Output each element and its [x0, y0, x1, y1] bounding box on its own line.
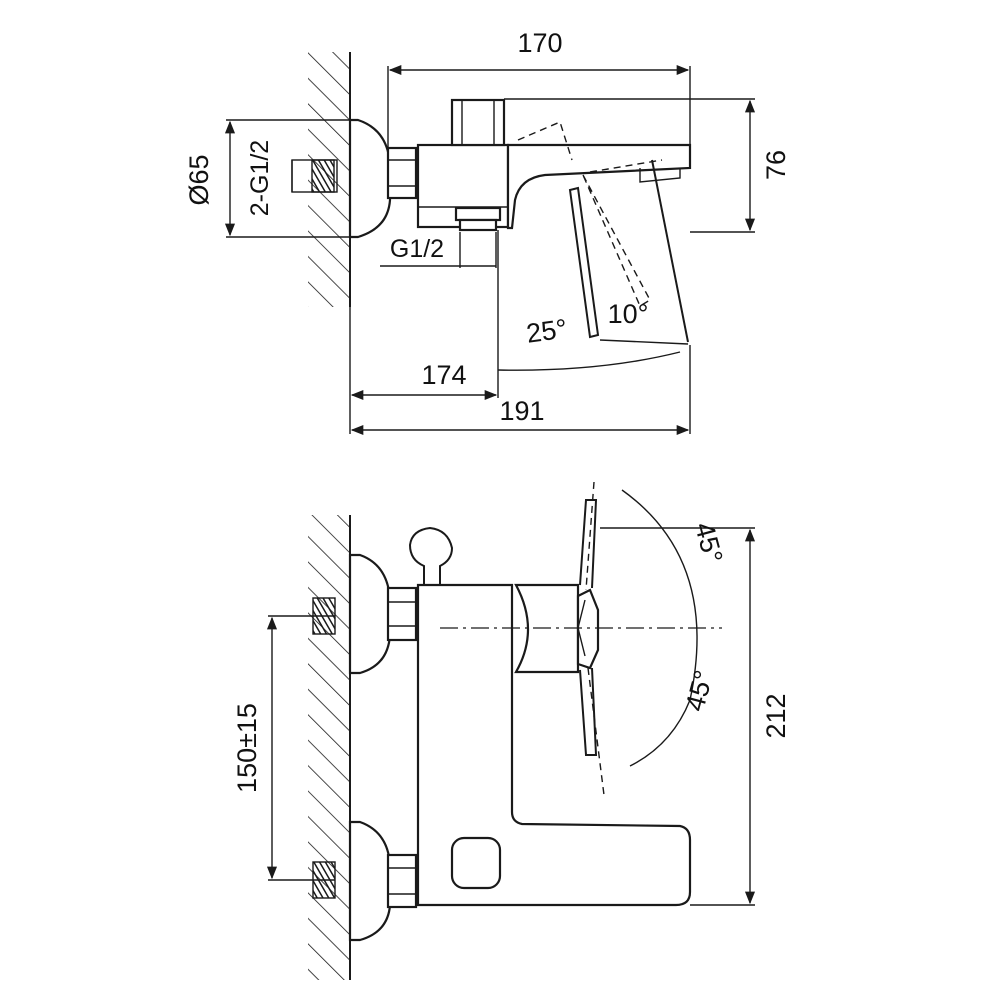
dim-label-76: 76: [761, 150, 791, 180]
escutcheon-lower: [348, 820, 392, 942]
inlet-connector-top: [291, 159, 338, 193]
eccentric-nut-top: [386, 146, 418, 200]
dim-label-diameter: Ø65: [184, 154, 214, 205]
angle-label-25: 25°: [524, 313, 569, 348]
dimension-escutcheon: Ø65: [184, 119, 358, 238]
top-view: 170 76 Ø65 2-G1/2 G1/2: [184, 28, 791, 436]
dim-label-191: 191: [499, 396, 544, 426]
shower-hook: [408, 526, 454, 585]
dim-label-174: 174: [421, 360, 466, 390]
diverter-outlet-top: [454, 206, 502, 232]
dimension-inlet-spacing: 150±15: [232, 615, 335, 881]
eccentric-nut-upper: [386, 586, 418, 642]
lever-handle: [576, 588, 600, 670]
tilt-arc: [497, 351, 681, 371]
rotation-range: [579, 481, 698, 796]
lever-top: [506, 121, 692, 230]
dim-label-inlet-thread: 2-G1/2: [246, 140, 274, 216]
wall-section-front: [308, 515, 351, 980]
dim-label-outlet-thread: G1/2: [390, 235, 444, 263]
dimension-outlet-thread: G1/2: [380, 232, 497, 268]
angle-label-45-down: 45°: [680, 667, 720, 714]
escutcheon-upper: [348, 553, 392, 675]
dimension-height-76: 76: [504, 98, 791, 233]
dimension-width: 170: [387, 28, 691, 148]
tilt-positions: [568, 159, 689, 345]
front-view: 150±15 212 45° 45°: [232, 481, 791, 980]
dim-label-212: 212: [761, 693, 791, 738]
dimension-spout-reach: 174: [349, 230, 499, 434]
faucet-body-front: [416, 583, 692, 907]
angle-label-10: 10°: [608, 299, 649, 329]
dim-label-inlet-spacing: 150±15: [232, 703, 262, 793]
dimension-inlet-thread: 2-G1/2: [246, 140, 293, 216]
escutcheon-top: [348, 118, 392, 239]
dim-label-170: 170: [517, 28, 562, 58]
dimension-total-depth: 191: [350, 345, 691, 436]
eccentric-nut-lower: [386, 853, 418, 909]
angle-label-45-up: 45°: [689, 519, 729, 566]
dimension-total-height: 212: [600, 527, 791, 906]
spout-aerator: [450, 836, 502, 890]
